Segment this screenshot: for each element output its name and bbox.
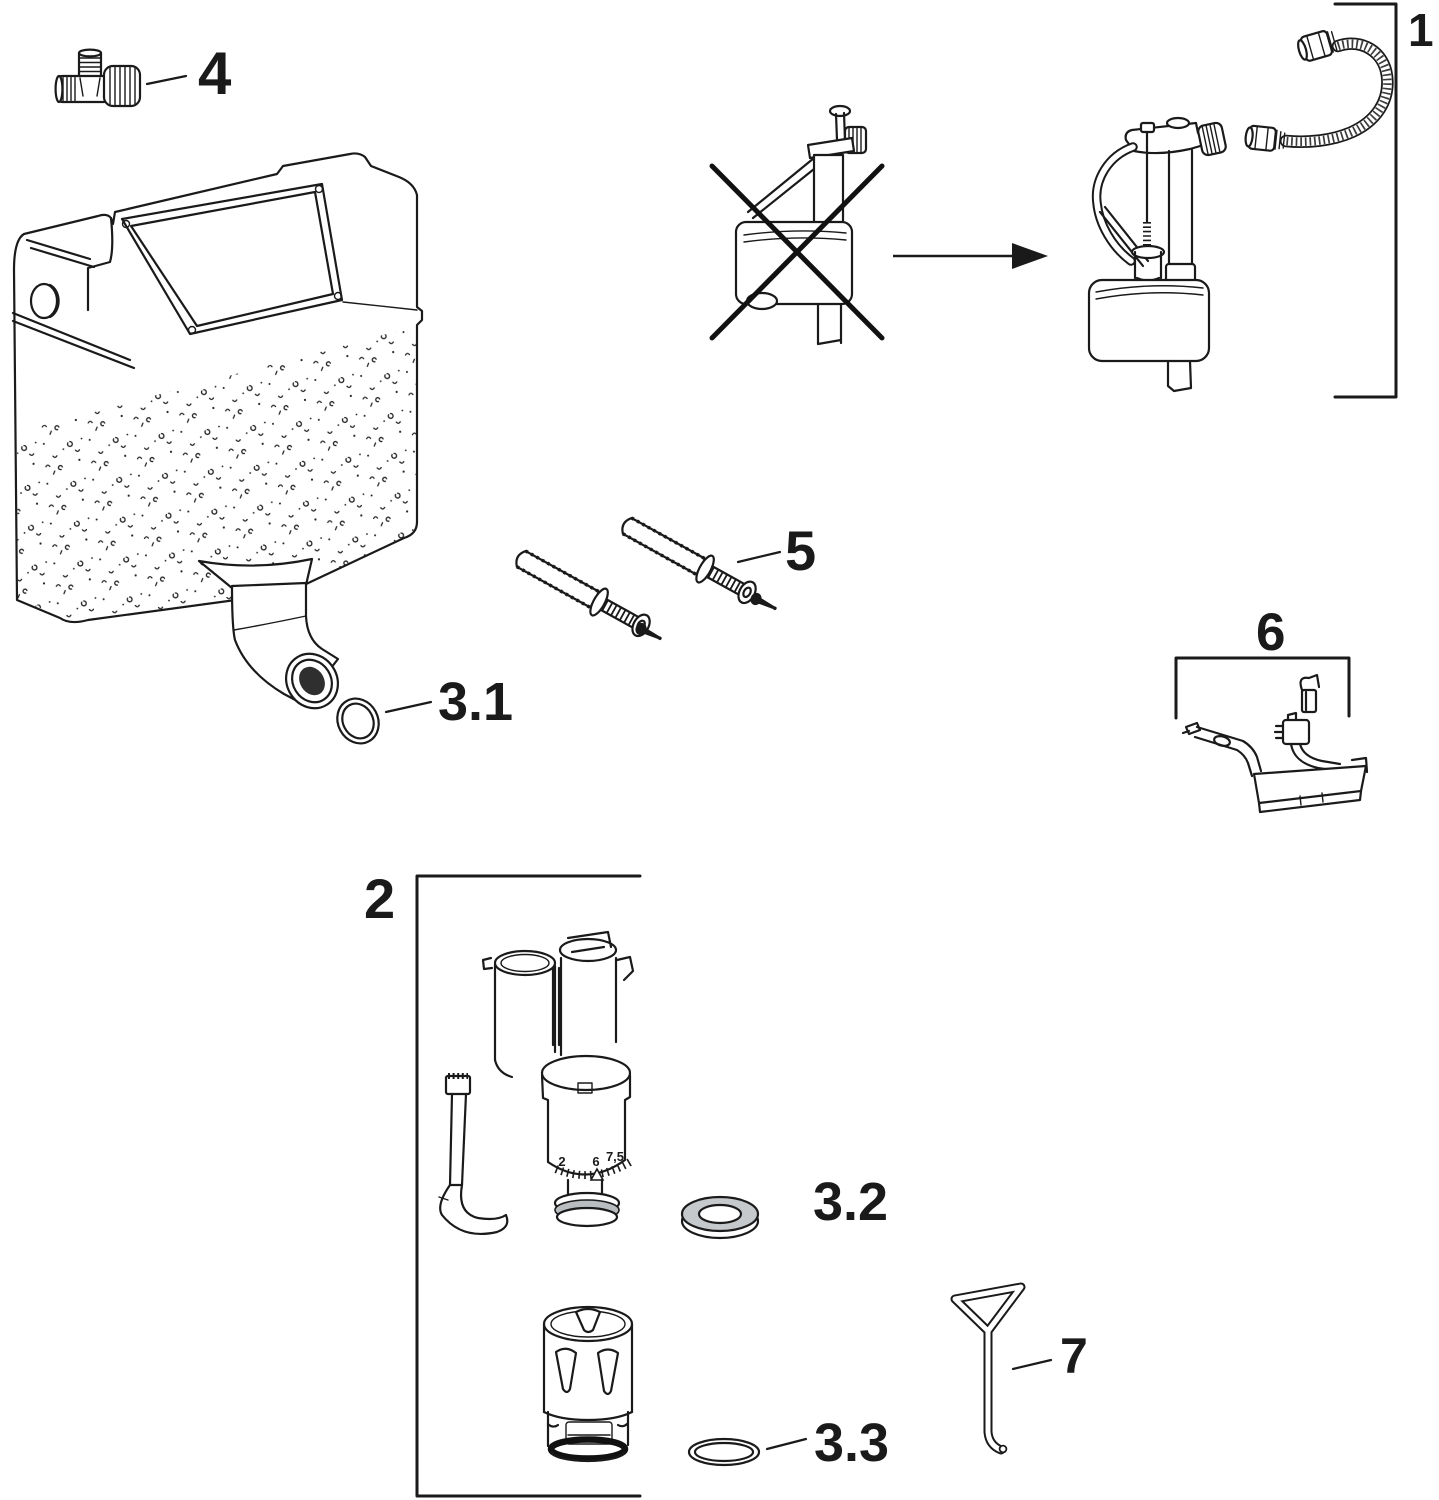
- callout-2: 2: [364, 867, 395, 930]
- hose-nut: [1297, 30, 1338, 62]
- new-fill-valve-part-1: 1: [1087, 2, 1434, 399]
- old-fill-valve-crossed: [709, 104, 885, 346]
- scale-ticks: [554, 1158, 633, 1180]
- leader-line: [145, 74, 188, 86]
- flush-lever-part-6: 6: [1174, 603, 1369, 814]
- scale-min-label: 2: [558, 1154, 565, 1169]
- part-1-bracket: [1333, 2, 1398, 399]
- washer-3-2: 3.2: [680, 1172, 888, 1240]
- overflow-tube: [481, 949, 557, 1079]
- callout-3-1: 3.1: [438, 672, 513, 732]
- seat-o-ring-band: [547, 1436, 629, 1462]
- leader-line: [1011, 1358, 1053, 1371]
- adjuster-wheel: [1197, 121, 1227, 157]
- side-knob: [29, 282, 60, 320]
- flush-valve-part-2: 2 2 6 7,5: [364, 867, 642, 1498]
- access-panel-window: [120, 182, 344, 336]
- lever-connector: [1273, 711, 1342, 773]
- knurled-nut: [102, 64, 142, 108]
- hook-tool-part-7: 7: [950, 1282, 1088, 1455]
- float-lever-arm: [746, 156, 821, 220]
- callout-3-2: 3.2: [813, 1172, 888, 1232]
- graduated-base: 2 6 7,5: [540, 1054, 633, 1228]
- o-ring-3-3: 3.3: [687, 1413, 889, 1473]
- flush-clip: [438, 1073, 509, 1236]
- leader-line: [384, 700, 433, 714]
- panel-screw: [121, 219, 131, 229]
- outlet-flange: [285, 652, 339, 710]
- callout-7: 7: [1060, 1328, 1088, 1384]
- panel-screw: [187, 325, 197, 335]
- panel-screw: [333, 291, 343, 301]
- wall-anchors-part-5: 5: [510, 511, 816, 645]
- callout-6: 6: [1256, 603, 1285, 662]
- scale-pointer: [589, 1167, 605, 1181]
- panel-screw: [314, 184, 324, 194]
- scale-max-label: 7,5: [606, 1149, 624, 1164]
- valve-cartridge: [551, 930, 635, 1057]
- seal-ring-3-1: 3.1: [336, 672, 513, 745]
- leader-line: [736, 550, 782, 564]
- callout-4: 4: [198, 40, 232, 107]
- retainer-clip: [1299, 673, 1321, 714]
- valve-seat-cylinder: [542, 1305, 634, 1463]
- leader-line: [765, 1437, 808, 1451]
- outlet-elbow: [197, 557, 340, 710]
- float-box: [1087, 278, 1211, 363]
- callout-5: 5: [785, 519, 816, 582]
- concealed-cistern: [11, 152, 424, 710]
- scale-mid-label: 6: [592, 1154, 599, 1169]
- lever-arm: [1181, 721, 1369, 814]
- part-2-bracket: [415, 874, 642, 1498]
- cross-out-x: [709, 163, 885, 341]
- hose-nut: [1244, 124, 1286, 152]
- supply-hose: [1244, 30, 1394, 152]
- callout-1: 1: [1408, 4, 1434, 56]
- callout-3-3: 3.3: [814, 1413, 889, 1473]
- angle-valve-part-4: 4: [54, 40, 232, 108]
- replacement-arrow: [893, 243, 1048, 269]
- part-6-bracket: [1174, 656, 1351, 720]
- foam-speckle-area: [17, 326, 417, 621]
